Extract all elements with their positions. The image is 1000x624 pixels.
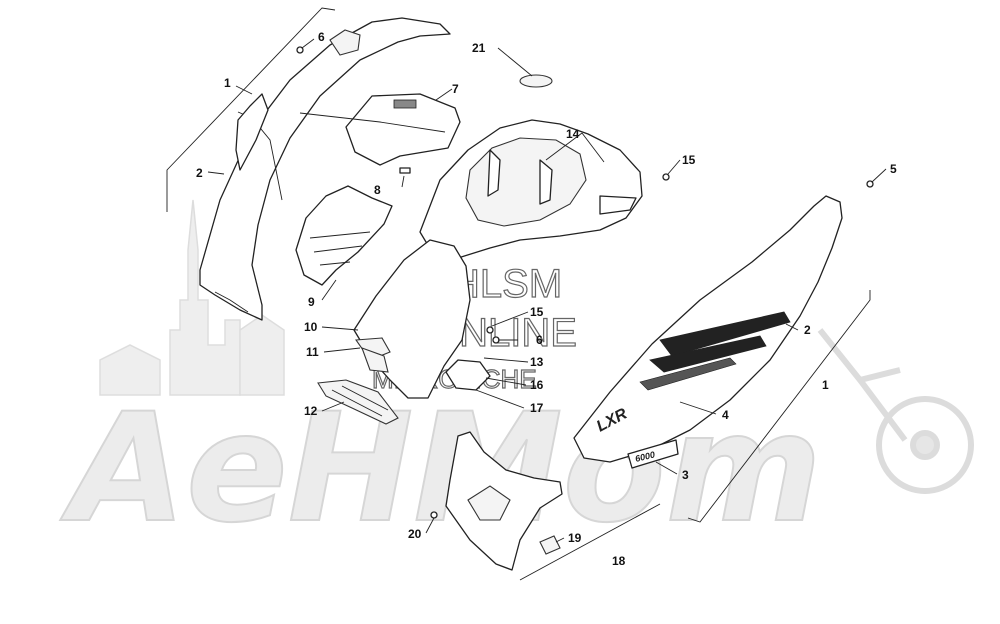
callout-20: 20 xyxy=(408,527,422,541)
air-duct-item-9 xyxy=(295,185,393,286)
callout-5: 5 xyxy=(890,162,897,176)
motorcycle-silhouette xyxy=(817,328,974,494)
callout-6-top: 6 xyxy=(318,30,325,44)
callout-8: 8 xyxy=(374,183,381,197)
callout-17: 17 xyxy=(530,401,544,415)
callout-15-right: 15 xyxy=(682,153,696,167)
badge-item-3: 6000 xyxy=(627,439,679,469)
emblem-item-21 xyxy=(519,74,553,88)
right-side-panel: LXR xyxy=(573,195,843,463)
badge-decal: 6000 xyxy=(634,449,656,464)
callout-3: 3 xyxy=(682,468,689,482)
callout-4: 4 xyxy=(722,408,729,422)
lower-nose-item-18 xyxy=(445,431,661,581)
left-side-panel xyxy=(199,17,451,321)
castle-silhouette xyxy=(99,199,285,396)
callout-9: 9 xyxy=(308,295,315,309)
callout-6-mid: 6 xyxy=(536,333,543,347)
watermark-layer: AeHMom HLSM ONLINE MICROFICHE xyxy=(59,199,974,557)
callout-12: 12 xyxy=(304,404,318,418)
left-side-panel-bracket xyxy=(166,7,336,212)
bracket-items-13-16-17 xyxy=(445,359,491,391)
callout-21: 21 xyxy=(472,41,486,55)
right-side-panel-bracket xyxy=(687,290,871,523)
callout-18: 18 xyxy=(612,554,626,568)
mesh-item-12 xyxy=(317,379,399,425)
decal-sheet-item-7 xyxy=(299,93,461,166)
callout-labels: 1 2 6 7 8 9 10 11 12 21 14 15 5 15 6 13 … xyxy=(196,30,897,568)
callout-2-left: 2 xyxy=(196,166,203,180)
lower-center-body xyxy=(353,239,471,399)
callout-14: 14 xyxy=(566,127,580,141)
callout-2-right: 2 xyxy=(804,323,811,337)
fasteners xyxy=(296,46,874,519)
callout-10: 10 xyxy=(304,320,318,334)
callout-1-right: 1 xyxy=(822,378,829,392)
callout-19: 19 xyxy=(568,531,582,545)
hood-assembly xyxy=(419,119,643,259)
callout-7: 7 xyxy=(452,82,459,96)
callout-13: 13 xyxy=(530,355,544,369)
callout-15-mid: 15 xyxy=(530,305,544,319)
leader-lines xyxy=(207,38,887,543)
callout-11: 11 xyxy=(306,345,319,359)
callout-1-left: 1 xyxy=(224,76,231,90)
callout-16: 16 xyxy=(530,378,544,392)
